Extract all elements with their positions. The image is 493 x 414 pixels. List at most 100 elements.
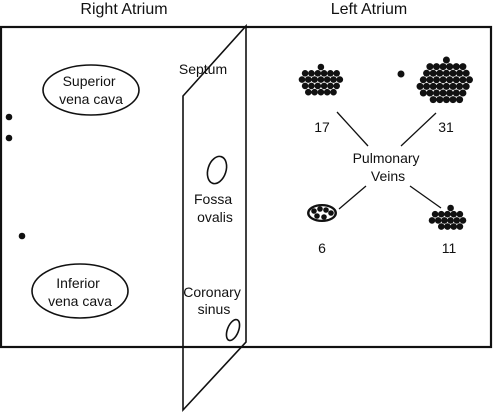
vein-dot [431, 210, 439, 218]
right-atrium-dot [5, 113, 13, 121]
vein-dot [419, 89, 427, 97]
fossa-ovalis-label-line2: ovalis [197, 209, 233, 225]
vein-dot [311, 88, 318, 96]
vein-dot [327, 70, 334, 77]
vein-dot [323, 76, 331, 83]
vein-dot [298, 76, 306, 83]
vein-dot [305, 76, 312, 83]
coronary-sinus-outline [225, 318, 241, 342]
vein-dot [459, 63, 467, 71]
coronary-sinus-label: Coronary sinus [183, 284, 244, 317]
vein-dot [308, 82, 315, 90]
vein-dot [442, 69, 450, 77]
vein-dot [317, 206, 323, 212]
vein-dot [311, 76, 318, 83]
inferior-vena-cava-label-line1: Inferior [56, 275, 100, 291]
vein-dot [330, 88, 337, 96]
vein-dot [323, 88, 331, 96]
vein-dot [314, 213, 320, 219]
vein-dot [449, 96, 457, 104]
vein-dot [439, 63, 447, 71]
vein-dot [433, 76, 440, 84]
pulmonary-vein-cluster-11 [428, 204, 467, 230]
pulmonary-veins-label-line1: Pulmonary [353, 150, 420, 166]
vein-dot [450, 223, 458, 230]
vein-dot [426, 76, 434, 84]
vein-dot [323, 207, 329, 213]
vein-dot [311, 208, 317, 214]
vein-dot [439, 89, 447, 97]
pulmonary-vein-cluster-17 [298, 63, 344, 96]
fossa-ovalis-label: Fossa ovalis [194, 191, 236, 225]
vein-dot [439, 76, 447, 84]
vein-dot [433, 89, 440, 97]
vein-dot [434, 217, 442, 224]
vein-dot [308, 70, 315, 77]
vein-dot [450, 210, 458, 218]
vein-dot [442, 96, 450, 104]
vein-dot [466, 76, 473, 84]
vein-dot [459, 76, 467, 84]
vein-dot [423, 69, 431, 77]
vein-dot [314, 82, 322, 90]
vein-dot [452, 63, 460, 71]
vein-dot [429, 96, 437, 104]
inferior-vena-cava-label: Inferior vena cava [48, 275, 112, 309]
vein-dot [336, 76, 344, 83]
vein-dot [446, 76, 454, 84]
vein-dot [428, 217, 436, 224]
connector-line [336, 111, 369, 147]
vein-dot [333, 82, 341, 90]
connector-line [338, 185, 367, 210]
superior-vena-cava-label-line2: vena cava [59, 91, 123, 107]
vein-count-6: 6 [318, 240, 326, 256]
vein-dot [449, 82, 457, 90]
pulmonary-veins-label-line2: Veins [371, 168, 405, 184]
septum-plane [182, 23, 247, 413]
vein-dot [301, 70, 309, 77]
pulmonary-vein-cluster-6 [307, 204, 337, 222]
vein-dot [444, 223, 451, 230]
left-atrium-dot [397, 70, 405, 78]
vein-dot [442, 56, 450, 64]
connector-line [400, 112, 437, 147]
vein-dot [456, 82, 464, 90]
right-atrium-dot [18, 232, 26, 240]
vein-dot [449, 69, 457, 77]
vein-dot [320, 82, 328, 90]
pulmonary-veins-label: Pulmonary Veins [353, 150, 424, 184]
vein-dot [436, 69, 444, 77]
vein-dot [456, 210, 464, 218]
vein-dot [433, 63, 440, 71]
vein-dot [423, 82, 431, 90]
vein-dot [438, 223, 445, 230]
vein-dot [416, 82, 424, 90]
right-atrium-heading: Right Atrium [80, 1, 167, 18]
superior-vena-cava-outline [42, 64, 140, 116]
vein-dot [456, 223, 464, 230]
vein-dot [426, 63, 434, 71]
vein-dot [314, 70, 322, 77]
vein-dot [317, 63, 325, 71]
vein-dot [305, 88, 312, 96]
pulmonary-vein-cluster-31 [416, 56, 473, 104]
superior-vena-cava-label: Superior vena cava [59, 73, 123, 107]
vein-dot [459, 217, 467, 224]
vein-dot [441, 217, 448, 224]
vein-dot [462, 82, 470, 90]
left-atrium-heading: Left Atrium [331, 1, 407, 18]
fossa-ovalis-label-line1: Fossa [194, 191, 232, 207]
vein-dot [446, 89, 454, 97]
vein-count-31: 31 [438, 119, 454, 135]
vein-dot [456, 96, 464, 104]
vein-dot [419, 76, 427, 84]
vein-dot [452, 76, 460, 84]
coronary-sinus-label-line1: Coronary [183, 284, 241, 300]
vein-dot [438, 210, 445, 218]
vein-dot [456, 69, 464, 77]
vein-dot [442, 82, 450, 90]
vein-dot [328, 210, 334, 216]
vein-dot [436, 82, 444, 90]
vein-count-11: 11 [442, 240, 457, 256]
